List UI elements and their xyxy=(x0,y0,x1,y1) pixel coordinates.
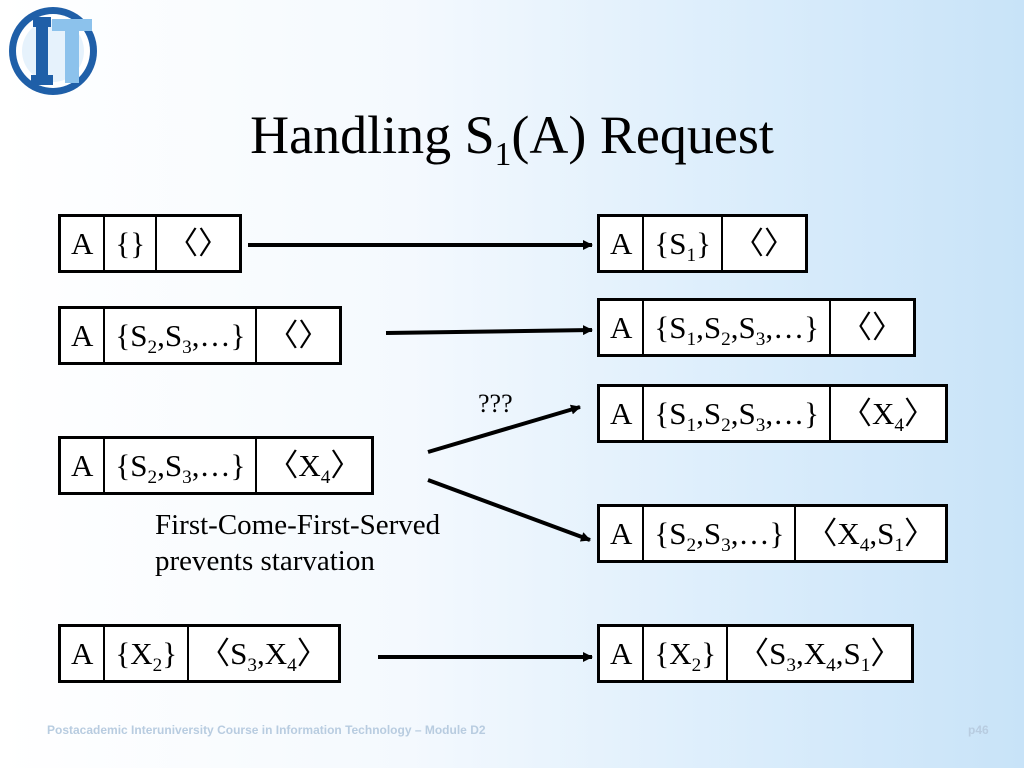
arrow-row2 xyxy=(385,325,593,336)
cell-a: A xyxy=(71,226,94,261)
cell-a: A xyxy=(71,318,94,353)
cell-set: {S2,S3,…} xyxy=(642,507,794,560)
cell-a: A xyxy=(610,516,633,551)
footer-page-number: p46 xyxy=(968,723,989,737)
cell-a: A xyxy=(610,636,633,671)
cell-set: {S2,S3,…} xyxy=(103,439,255,492)
arrow-row3-up xyxy=(427,404,581,454)
cell-queue: 〈S3,X4,S1〉 xyxy=(726,627,911,680)
cell-set: {S2,S3,…} xyxy=(103,309,255,362)
table-r2-right: A {S1,S2,S3,…} 〈〉 xyxy=(597,298,916,357)
cell-queue: 〈〉 xyxy=(155,217,239,270)
table-r3-right-b: A {S2,S3,…} 〈X4,S1〉 xyxy=(597,504,948,563)
table-r1-right: A {S1} 〈〉 xyxy=(597,214,809,273)
table-r2-left: A {S2,S3,…} 〈〉 xyxy=(58,306,343,365)
slide-title: Handling S1(A) Request xyxy=(250,105,774,173)
cell-set: {X2} xyxy=(103,627,187,680)
cell-set: {} xyxy=(103,217,155,270)
cell-queue: 〈〉 xyxy=(828,301,913,354)
fcfs-note: First-Come-First-Served prevents starvat… xyxy=(155,507,440,579)
cell-queue: 〈〉 xyxy=(721,217,805,270)
footer-course: Postacademic Interuniversity Course in I… xyxy=(47,723,486,737)
it-logo-icon xyxy=(9,7,97,95)
table-r4-left: A {X2} 〈S3,X4〉 xyxy=(58,624,341,683)
cell-queue: 〈X4〉 xyxy=(828,387,945,440)
cell-a: A xyxy=(610,396,633,431)
cell-set: {S1,S2,S3,…} xyxy=(642,301,829,354)
cell-a: A xyxy=(610,226,633,261)
question-label: ??? xyxy=(478,389,513,418)
fcfs-note-line2: prevents starvation xyxy=(155,545,375,577)
table-r1-left: A {} 〈〉 xyxy=(58,214,243,273)
cell-a: A xyxy=(71,448,94,483)
table-r3-left: A {S2,S3,…} 〈X4〉 xyxy=(58,436,375,495)
cell-set: {S1,S2,S3,…} xyxy=(642,387,829,440)
fcfs-note-line1: First-Come-First-Served xyxy=(155,509,441,541)
cell-queue: 〈S3,X4〉 xyxy=(187,627,338,680)
cell-a: A xyxy=(71,636,94,671)
cell-queue: 〈X4,S1〉 xyxy=(794,507,945,560)
table-r4-right: A {X2} 〈S3,X4,S1〉 xyxy=(597,624,915,683)
cell-a: A xyxy=(610,310,633,345)
cell-set: {X2} xyxy=(642,627,726,680)
arrow-row3-down xyxy=(427,478,591,542)
cell-queue: 〈X4〉 xyxy=(255,439,371,492)
table-r3-right-a: A {S1,S2,S3,…} 〈X4〉 xyxy=(597,384,948,443)
cell-set: {S1} xyxy=(642,217,721,270)
cell-queue: 〈〉 xyxy=(255,309,339,362)
